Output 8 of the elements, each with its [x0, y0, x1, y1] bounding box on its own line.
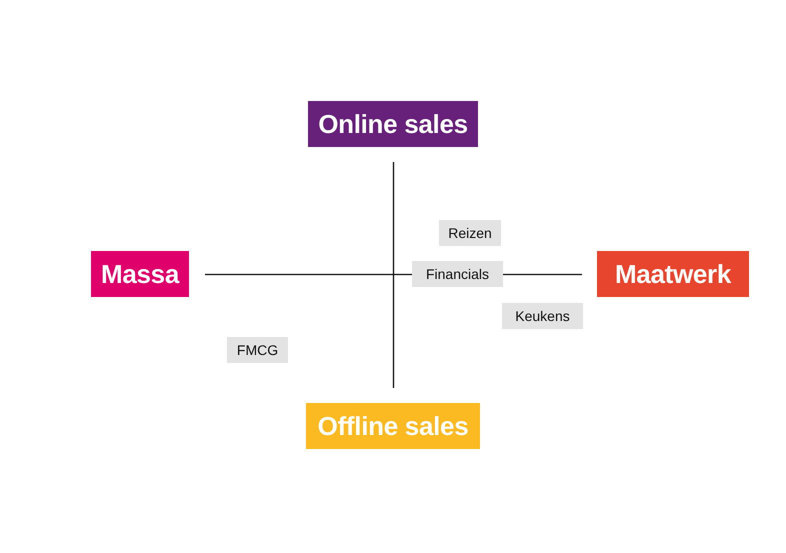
axis-label: Offline sales — [306, 403, 480, 449]
sector-tag: Reizen — [439, 220, 501, 246]
sector-tag: Financials — [412, 261, 503, 287]
sector-tag: FMCG — [227, 337, 288, 363]
sector-tag: Keukens — [502, 303, 583, 329]
axis-label: Massa — [91, 251, 189, 297]
axis-label: Maatwerk — [597, 251, 749, 297]
axis-label: Online sales — [308, 101, 478, 147]
